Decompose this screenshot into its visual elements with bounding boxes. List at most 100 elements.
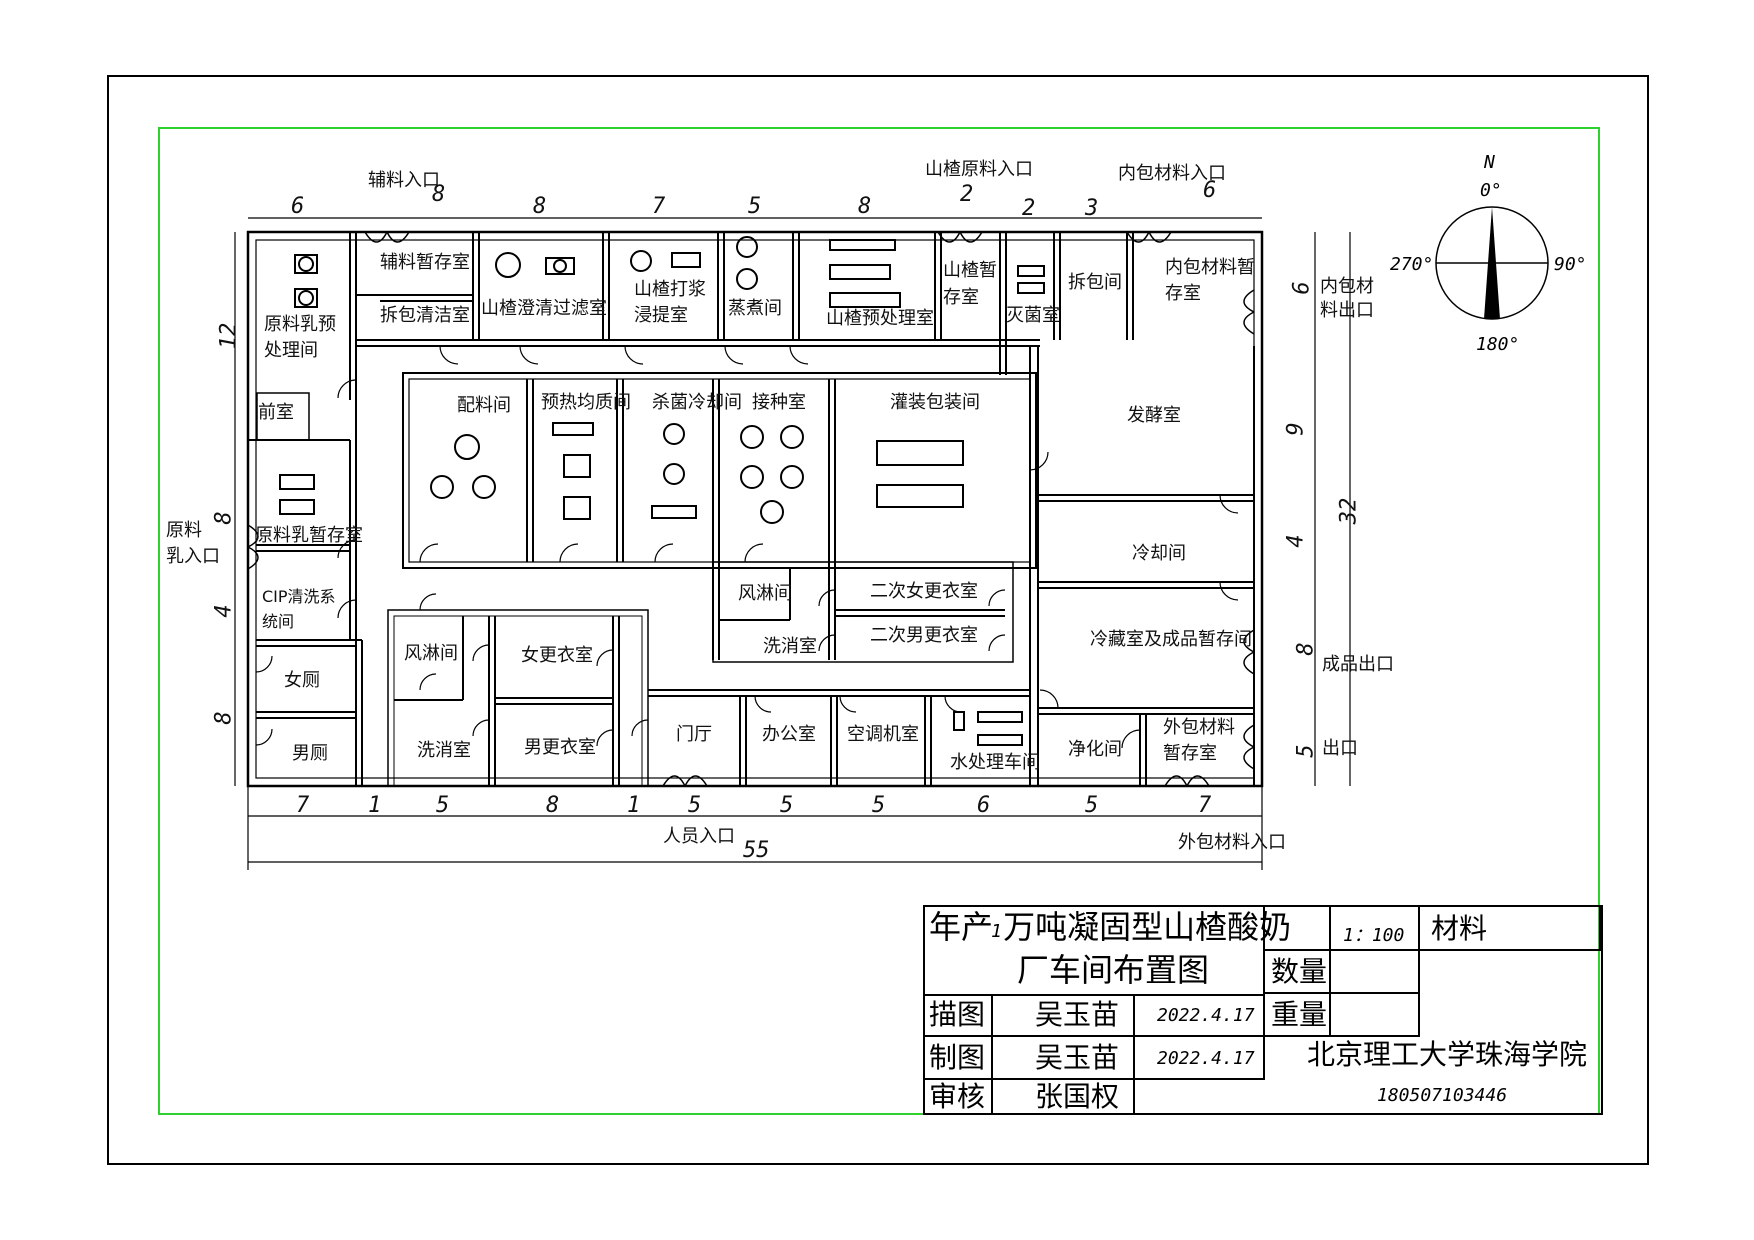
- dim-bottom: 5: [688, 793, 702, 818]
- dim-top: 8: [432, 182, 446, 207]
- room-second-female-change: 二次女更衣室: [870, 581, 978, 602]
- drawn-label: 描图: [929, 998, 986, 1031]
- dim-right: 8: [1293, 642, 1319, 656]
- inner-drawing-border: [158, 127, 1600, 1115]
- drawn-row: [925, 994, 1265, 1037]
- dim-bottom: 7: [296, 793, 310, 818]
- room-inoculation: 接种室: [752, 392, 806, 413]
- title-line1: 年产 万吨凝固型山楂酸奶: [929, 908, 1292, 946]
- dim-top: 3: [1085, 196, 1099, 221]
- dim-bottom: 5: [1085, 793, 1099, 818]
- weight-label: 重量: [1271, 998, 1328, 1031]
- drawn-date: 2022.4.17: [1157, 1005, 1255, 1026]
- dim-top: 6: [291, 194, 305, 219]
- room-lobby: 门厅: [676, 724, 712, 745]
- dim-total-height: 32: [1336, 497, 1362, 525]
- quantity-label: 数量: [1271, 955, 1328, 988]
- room-outer-pack-temp-l2: 暂存室: [1163, 743, 1217, 764]
- name-col: [925, 994, 1135, 1115]
- scale-value: 1：100: [1343, 925, 1405, 946]
- reviewed-by: 张国权: [1035, 1080, 1120, 1113]
- room-hawthorn-pretreat: 山楂预处理室: [826, 308, 934, 329]
- room-cold-storage: 冷藏室及成品暂存间: [1090, 629, 1252, 650]
- dim-top: 2: [960, 182, 974, 207]
- room-cooling: 冷却间: [1132, 543, 1186, 564]
- entrance-raw-milk-l2: 乳入口: [166, 546, 220, 567]
- dim-top: 5: [748, 194, 762, 219]
- room-sterilize: 灭菌室: [1006, 305, 1060, 326]
- review-label: 审核: [929, 1080, 986, 1113]
- dim-bottom: 1: [368, 793, 382, 818]
- room-male-wc: 男厕: [292, 743, 328, 764]
- dim-top: 8: [533, 194, 547, 219]
- room-raw-milk-pretreat-l2: 处理间: [264, 340, 318, 361]
- dim-top: 2: [1022, 196, 1036, 221]
- dim-left: 8: [211, 511, 237, 525]
- dim-left: 8: [211, 711, 237, 725]
- room-raw-milk-pretreat: 原料乳预: [264, 314, 336, 335]
- exit: 出口: [1322, 738, 1358, 759]
- dim-top: 8: [858, 194, 872, 219]
- made-by: 吴玉苗: [1035, 1041, 1120, 1074]
- room-female-wc: 女厕: [284, 670, 320, 691]
- room-second-male-change: 二次男更衣室: [870, 625, 978, 646]
- exit-product: 成品出口: [1322, 654, 1394, 675]
- dim-bottom: 1: [627, 793, 641, 818]
- scale-cell: [1265, 907, 1420, 951]
- entrance-outer-pack: 外包材料入口: [1178, 832, 1286, 853]
- room-aux-storage: 辅料暂存室: [380, 252, 470, 273]
- dim-right: 4: [1283, 534, 1309, 548]
- title-cell: [925, 907, 1265, 994]
- dim-bottom: 8: [546, 793, 560, 818]
- room-filling-packing: 灌装包装间: [890, 392, 980, 413]
- dim-total-width: 55: [743, 838, 770, 863]
- room-anteroom: 前室: [258, 402, 294, 423]
- compass-north: N: [1484, 152, 1495, 173]
- dim-top: 7: [652, 194, 666, 219]
- room-cip: CIP清洗系: [262, 587, 336, 606]
- room-fermentation: 发酵室: [1127, 405, 1181, 426]
- dim-bottom: 5: [872, 793, 886, 818]
- room-steam: 蒸煮间: [728, 298, 782, 319]
- room-air-shower-1: 风淋间: [738, 583, 792, 604]
- title-digit: 1: [991, 921, 1002, 942]
- quantity-cell: [1265, 951, 1420, 994]
- title-line2: 厂车间布置图: [1017, 951, 1210, 989]
- room-unpack-clean: 拆包清洁室: [380, 305, 470, 326]
- room-hawthorn-temp: 山楂暂: [943, 260, 997, 281]
- room-preheat-homogenize: 预热均质间: [541, 392, 631, 413]
- made-label: 制图: [929, 1041, 986, 1074]
- dim-top: 6: [1203, 178, 1217, 203]
- room-water-treatment: 水处理车间: [950, 752, 1040, 773]
- drawn-by: 吴玉苗: [1035, 998, 1120, 1031]
- room-hawthorn-temp-l2: 存室: [943, 287, 979, 308]
- dim-left: 4: [211, 604, 237, 618]
- made-row: [925, 1037, 1265, 1080]
- room-cip-l2: 统间: [262, 612, 295, 631]
- student-id: 180507103446: [1377, 1085, 1508, 1106]
- dim-right: 6: [1289, 281, 1315, 295]
- entrance-raw-milk-l1: 原料: [166, 520, 202, 541]
- school-name: 北京理工大学珠海学院: [1307, 1038, 1588, 1071]
- compass-270: 270°: [1390, 254, 1434, 275]
- room-pulp: 山楂打浆: [634, 279, 706, 300]
- scale-label-col: [1265, 907, 1331, 1037]
- material-cell: [1420, 907, 1601, 951]
- room-female-change: 女更衣室: [521, 645, 593, 666]
- room-pulp-l2: 浸提室: [634, 305, 688, 326]
- room-unpack: 拆包间: [1068, 272, 1122, 293]
- entrance-hawthorn-material: 山楂原料入口: [925, 159, 1033, 180]
- dim-right: 5: [1293, 744, 1319, 758]
- room-inner-pack-temp: 内包材料暂: [1165, 257, 1255, 278]
- room-ac: 空调机室: [847, 724, 919, 745]
- dim-left: 12: [216, 322, 242, 350]
- dim-bottom: 6: [977, 793, 991, 818]
- compass-180: 180°: [1476, 334, 1520, 355]
- room-purify: 净化间: [1068, 739, 1122, 760]
- dim-bottom: 5: [780, 793, 794, 818]
- room-clarify-filter: 山楂澄清过滤室: [481, 298, 607, 319]
- outer-drawing-border: [107, 75, 1649, 1165]
- room-male-change: 男更衣室: [524, 737, 596, 758]
- room-sterilize-cool: 杀菌冷却间: [652, 392, 742, 413]
